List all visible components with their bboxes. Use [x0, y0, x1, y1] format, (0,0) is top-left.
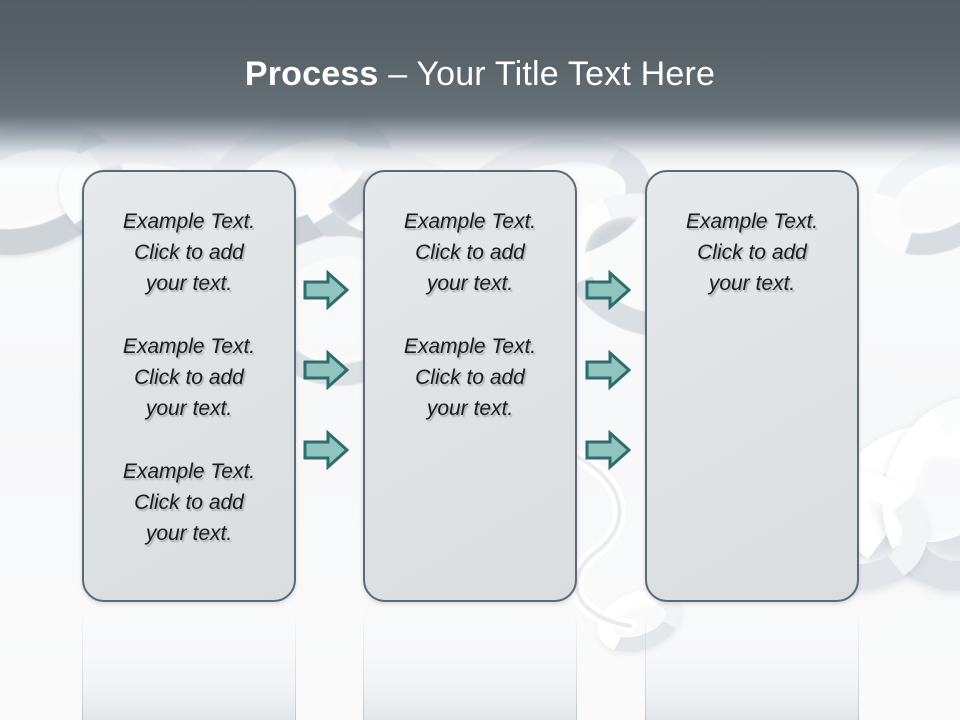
stage-3-text-1[interactable]: Example Text. Click to add your text. [685, 210, 819, 295]
page-title-rest: – Your Title Text Here [378, 55, 716, 93]
arrow-right-icon-2c[interactable] [585, 430, 631, 470]
stage-1-text-2[interactable]: Example Text. Click to add your text. [122, 335, 256, 420]
title-band [0, 0, 960, 170]
stage-1-text-1[interactable]: Example Text. Click to add your text. [122, 210, 256, 295]
arrow-right-icon-1c[interactable] [303, 430, 349, 470]
process-box-stage-3[interactable]: Example Text. Click to add your text. [645, 170, 859, 602]
arrow-right-icon-2a[interactable] [585, 270, 631, 310]
stage-1-text-3[interactable]: Example Text. Click to add your text. [122, 460, 256, 545]
process-box-stage-1[interactable]: Example Text. Click to add your text. Ex… [82, 170, 296, 602]
page-title-strong: Process [244, 55, 379, 93]
process-box-stage-2[interactable]: Example Text. Click to add your text. Ex… [363, 170, 577, 602]
stage-1-reflection [82, 602, 296, 720]
stage-3-reflection [645, 602, 859, 720]
arrow-right-icon-1a[interactable] [303, 270, 349, 310]
arrow-right-icon-1b[interactable] [303, 350, 349, 390]
stage-2-reflection [363, 602, 577, 720]
stage-2-text-2[interactable]: Example Text. Click to add your text. [403, 335, 537, 420]
arrow-right-icon-2b[interactable] [585, 350, 631, 390]
page-title: Process – Your Title Text Here [0, 52, 960, 96]
stage-2-text-1[interactable]: Example Text. Click to add your text. [403, 210, 537, 295]
